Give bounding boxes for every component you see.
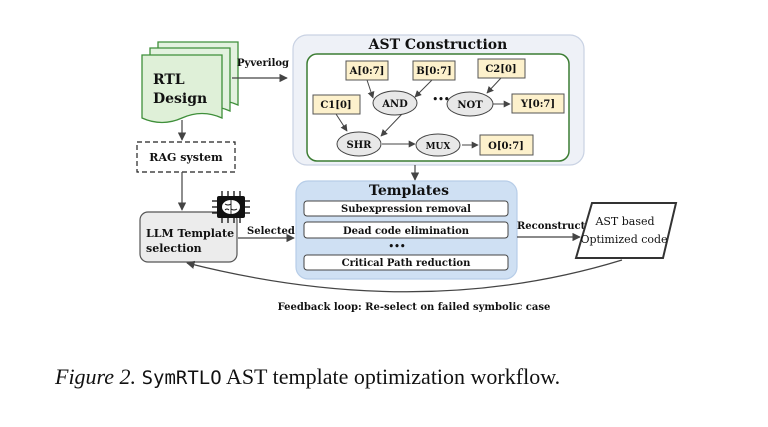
selected-label: Selected <box>247 226 295 237</box>
rtl-line1: RTL <box>153 72 185 88</box>
edge-and-shr <box>380 113 403 137</box>
input-c1-label: C1[0] <box>320 100 351 111</box>
template-item-box <box>303 200 509 217</box>
input-b-box <box>412 60 456 81</box>
pyverilog-label: Pyverilog <box>237 58 289 69</box>
optimized-line1: AST based <box>594 215 654 228</box>
input-a-box <box>345 60 389 81</box>
op-mux-label: MUX <box>426 142 451 152</box>
template-item-box <box>303 254 509 271</box>
input-a-label: A[0:7] <box>349 66 385 77</box>
figure-caption: Figure 2. SymRTLO AST template optimizat… <box>55 364 755 390</box>
feedback-label: Feedback loop: Re-select on failed symbo… <box>278 302 551 313</box>
caption-text: AST template optimization workflow. <box>225 364 561 389</box>
template-dead-code: Dead code elimination <box>343 226 470 237</box>
edge-a-and <box>366 79 375 99</box>
edge-c1-shr <box>335 113 348 132</box>
op-shr-node <box>336 131 382 157</box>
ai-chip-icon <box>212 191 250 223</box>
input-c2-box <box>477 58 526 79</box>
llm-line1: LLM Template <box>146 227 234 240</box>
template-ellipsis: ••• <box>388 242 405 252</box>
op-and-label: AND <box>381 99 408 110</box>
reconstruct-label: Reconstruct <box>517 221 586 232</box>
template-item-box <box>303 221 509 239</box>
op-mux-node <box>415 133 461 157</box>
rag-system-box <box>136 141 236 173</box>
rtl-line2: Design <box>153 91 207 107</box>
template-critical-path: Critical Path reduction <box>342 258 471 269</box>
op-not-label: NOT <box>457 100 483 111</box>
output-y-box <box>511 93 565 114</box>
edge-b-and <box>414 79 433 98</box>
optimized-code-box <box>574 202 678 259</box>
ast-ellipsis: ••• <box>432 95 449 105</box>
ast-title: AST Construction <box>368 37 508 53</box>
input-c2-label: C2[0] <box>485 64 516 75</box>
rtl-design-document: RTL Design <box>141 41 239 124</box>
output-o-box <box>479 134 534 156</box>
llm-line2: selection <box>146 242 202 255</box>
input-b-label: B[0:7] <box>416 66 452 77</box>
edge-c2-not <box>486 77 502 94</box>
caption-tool-name: SymRTLO <box>141 367 222 389</box>
caption-figure-number: Figure 2. <box>55 364 137 389</box>
output-o-label: O[0:7] <box>488 141 524 152</box>
rag-label: RAG system <box>149 151 223 164</box>
output-y-label: Y[0:7] <box>520 99 555 110</box>
op-not-node <box>446 91 494 117</box>
op-shr-label: SHR <box>347 140 373 151</box>
input-c1-box <box>312 94 361 115</box>
template-subexpression: Subexpression removal <box>341 204 471 215</box>
op-and-node <box>372 90 418 116</box>
feedback-loop-arrow <box>186 259 623 293</box>
optimized-line2: Optimized code <box>580 233 667 246</box>
templates-title: Templates <box>369 183 449 199</box>
